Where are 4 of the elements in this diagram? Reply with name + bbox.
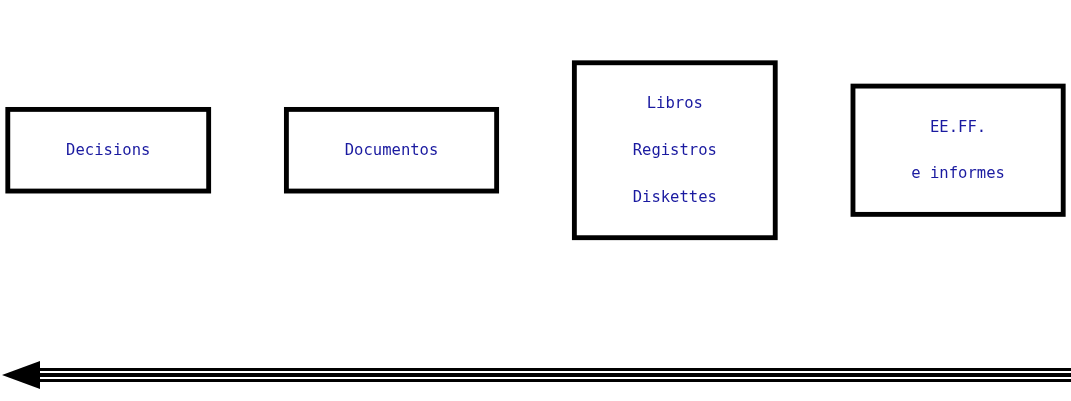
node-box: Libros Registros Diskettes [571,60,778,240]
node-box: EE.FF. e informes [850,83,1066,217]
node-box: Documentos [284,106,500,194]
node-box: Decisions [5,106,212,194]
